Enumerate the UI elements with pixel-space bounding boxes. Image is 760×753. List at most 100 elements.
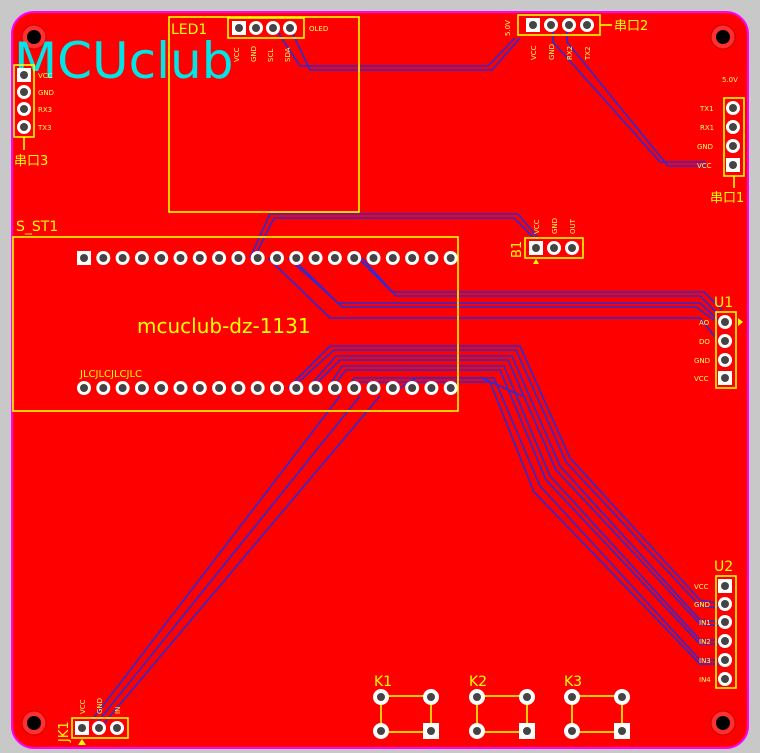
mcu-pin-hole <box>137 254 146 262</box>
uart1-pin-gnd: GND <box>697 143 713 151</box>
mcu-pin-hole <box>234 384 243 392</box>
mcu-pin-hole <box>446 384 455 392</box>
mcu-pin-hole <box>273 254 281 262</box>
u1-pin-gnd: GND <box>694 357 710 365</box>
mcu-pin-hole <box>215 384 224 392</box>
u1-pin-ao: AO <box>699 319 710 327</box>
mcu-pin-hole <box>176 254 185 262</box>
mcu-pin-hole <box>388 384 397 392</box>
uart2-pin-tx2: TX2 <box>584 46 592 61</box>
mcu-pin-hole <box>118 254 127 262</box>
jk1-pin-vcc: VCC <box>79 699 87 714</box>
k2-designator: K2 <box>469 674 487 690</box>
led1-pin-scl: SCL <box>267 49 275 62</box>
u2-pin-in4: IN4 <box>699 676 711 684</box>
u2-stepper-driver: U2 VCC GND IN1 IN2 IN3 IN4 <box>694 559 737 689</box>
b1-pin-out: OUT <box>569 218 577 234</box>
u2-pin-in3: IN3 <box>699 657 711 665</box>
mcu-pin-hole <box>388 254 397 262</box>
mcu-pin-hole <box>311 254 320 262</box>
uart1-header: 5.0V TX1 RX1 GND VCC 串口1 <box>697 76 745 206</box>
mcu-pin-hole <box>195 254 204 262</box>
mcu-pin-hole <box>350 254 359 262</box>
mcu-pin-hole <box>292 384 301 392</box>
uart2-pin-gnd: GND <box>548 44 556 60</box>
uart3-designator: 串口3 <box>14 154 48 169</box>
button-k1: K1 <box>373 674 439 739</box>
mcu-pin-hole <box>80 254 88 262</box>
u1-pin-vcc: VCC <box>694 375 709 383</box>
led1-designator: LED1 <box>171 22 207 38</box>
k1-designator: K1 <box>374 674 392 690</box>
mcu-pin-hole <box>99 384 108 392</box>
b1-designator: B1 <box>510 241 525 258</box>
mcu-pin-hole <box>408 254 417 262</box>
uart3-pin-vcc: VCC <box>38 72 53 80</box>
button-k2: K2 <box>469 674 535 739</box>
uart1-pin-tx1: TX1 <box>699 105 714 113</box>
jk1-pin-in: IN <box>114 707 122 714</box>
u2-designator: U2 <box>714 559 733 575</box>
mcu-pin-hole <box>427 254 436 262</box>
mounting-holes <box>21 24 736 736</box>
button-k3: K3 <box>564 674 630 739</box>
mcu-pin-hole <box>350 384 359 392</box>
uart3-header: VCC GND RX3 TX3 串口3 <box>13 64 54 169</box>
led1-oled-module: LED1 OLED VCC GND SCL SDA <box>168 16 360 213</box>
uart2-designator: 串口2 <box>614 19 648 34</box>
mcu-pin-hole <box>408 384 417 392</box>
uart3-pin-tx3: TX3 <box>37 124 52 132</box>
uart2-voltage: 5.0V <box>504 20 512 36</box>
mcu-board-label: mcuclub-dz-1131 <box>137 314 311 338</box>
mcu-pin-hole <box>330 384 339 392</box>
jk1-designator: JK1 <box>57 721 72 743</box>
mcu-bottom-pin-row <box>77 381 458 395</box>
mcu-silk-jlc: JLCJLCJLCJLC <box>79 369 142 380</box>
jk1-pin-gnd: GND <box>96 698 104 714</box>
mcu-designator: S_ST1 <box>16 219 58 235</box>
mcu-pin-hole <box>311 384 320 392</box>
u1-sensor-module: U1 AO DO GND VCC <box>694 295 743 389</box>
b1-buzzer: B1 VCC GND OUT <box>510 218 584 264</box>
u2-pin-vcc: VCC <box>694 583 709 591</box>
mcu-pin-hole <box>80 384 88 392</box>
u2-pin-in2: IN2 <box>699 638 711 646</box>
u1-pin-do: DO <box>699 338 710 346</box>
mcu-pin-hole <box>195 384 204 392</box>
uart1-voltage: 5.0V <box>722 76 738 84</box>
uart1-designator: 串口1 <box>710 191 744 206</box>
led1-part-label: OLED <box>309 25 328 33</box>
b1-pin-gnd: GND <box>551 218 559 234</box>
u2-pin-in1: IN1 <box>699 619 711 627</box>
board-copper <box>11 11 749 749</box>
mcu-pin-hole <box>427 384 436 392</box>
uart3-pin-gnd: GND <box>38 89 54 97</box>
b1-pin-vcc: VCC <box>533 219 541 234</box>
mcu-pin-hole <box>446 254 455 262</box>
mcu-pin-hole <box>176 384 185 392</box>
uart2-pin-vcc: VCC <box>530 45 538 60</box>
u1-designator: U1 <box>714 295 733 311</box>
mcu-pin-hole <box>369 254 378 262</box>
mcu-pin-hole <box>369 384 378 392</box>
mcu-pin-hole <box>99 254 108 262</box>
k3-designator: K3 <box>564 674 582 690</box>
led1-pin-gnd: GND <box>250 46 258 62</box>
uart2-pin-rx2: RX2 <box>566 46 574 60</box>
uart1-pin-vcc: VCC <box>697 162 712 170</box>
uart1-pin-rx1: RX1 <box>700 124 714 132</box>
mcu-pin-hole <box>234 254 243 262</box>
mcu-pin-hole <box>273 384 281 392</box>
uart2-header: 串口2 5.0V VCC GND RX2 TX2 <box>504 14 648 61</box>
logo-text: MCUclub <box>14 32 233 90</box>
mcu-pin-hole <box>157 384 166 392</box>
mcu-top-pin-row <box>77 251 458 265</box>
mcu-pin-hole <box>137 384 146 392</box>
mcu-pin-hole <box>330 254 339 262</box>
led1-pin-vcc: VCC <box>233 47 241 62</box>
mcu-core-board: S_ST1 mcuclub-dz-1131 JLCJLCJLCJLC <box>12 219 459 412</box>
mcu-pin-hole <box>215 254 224 262</box>
led1-pin-sda: SDA <box>284 47 292 62</box>
jk1-relay: JK1 VCC GND IN <box>57 698 129 745</box>
